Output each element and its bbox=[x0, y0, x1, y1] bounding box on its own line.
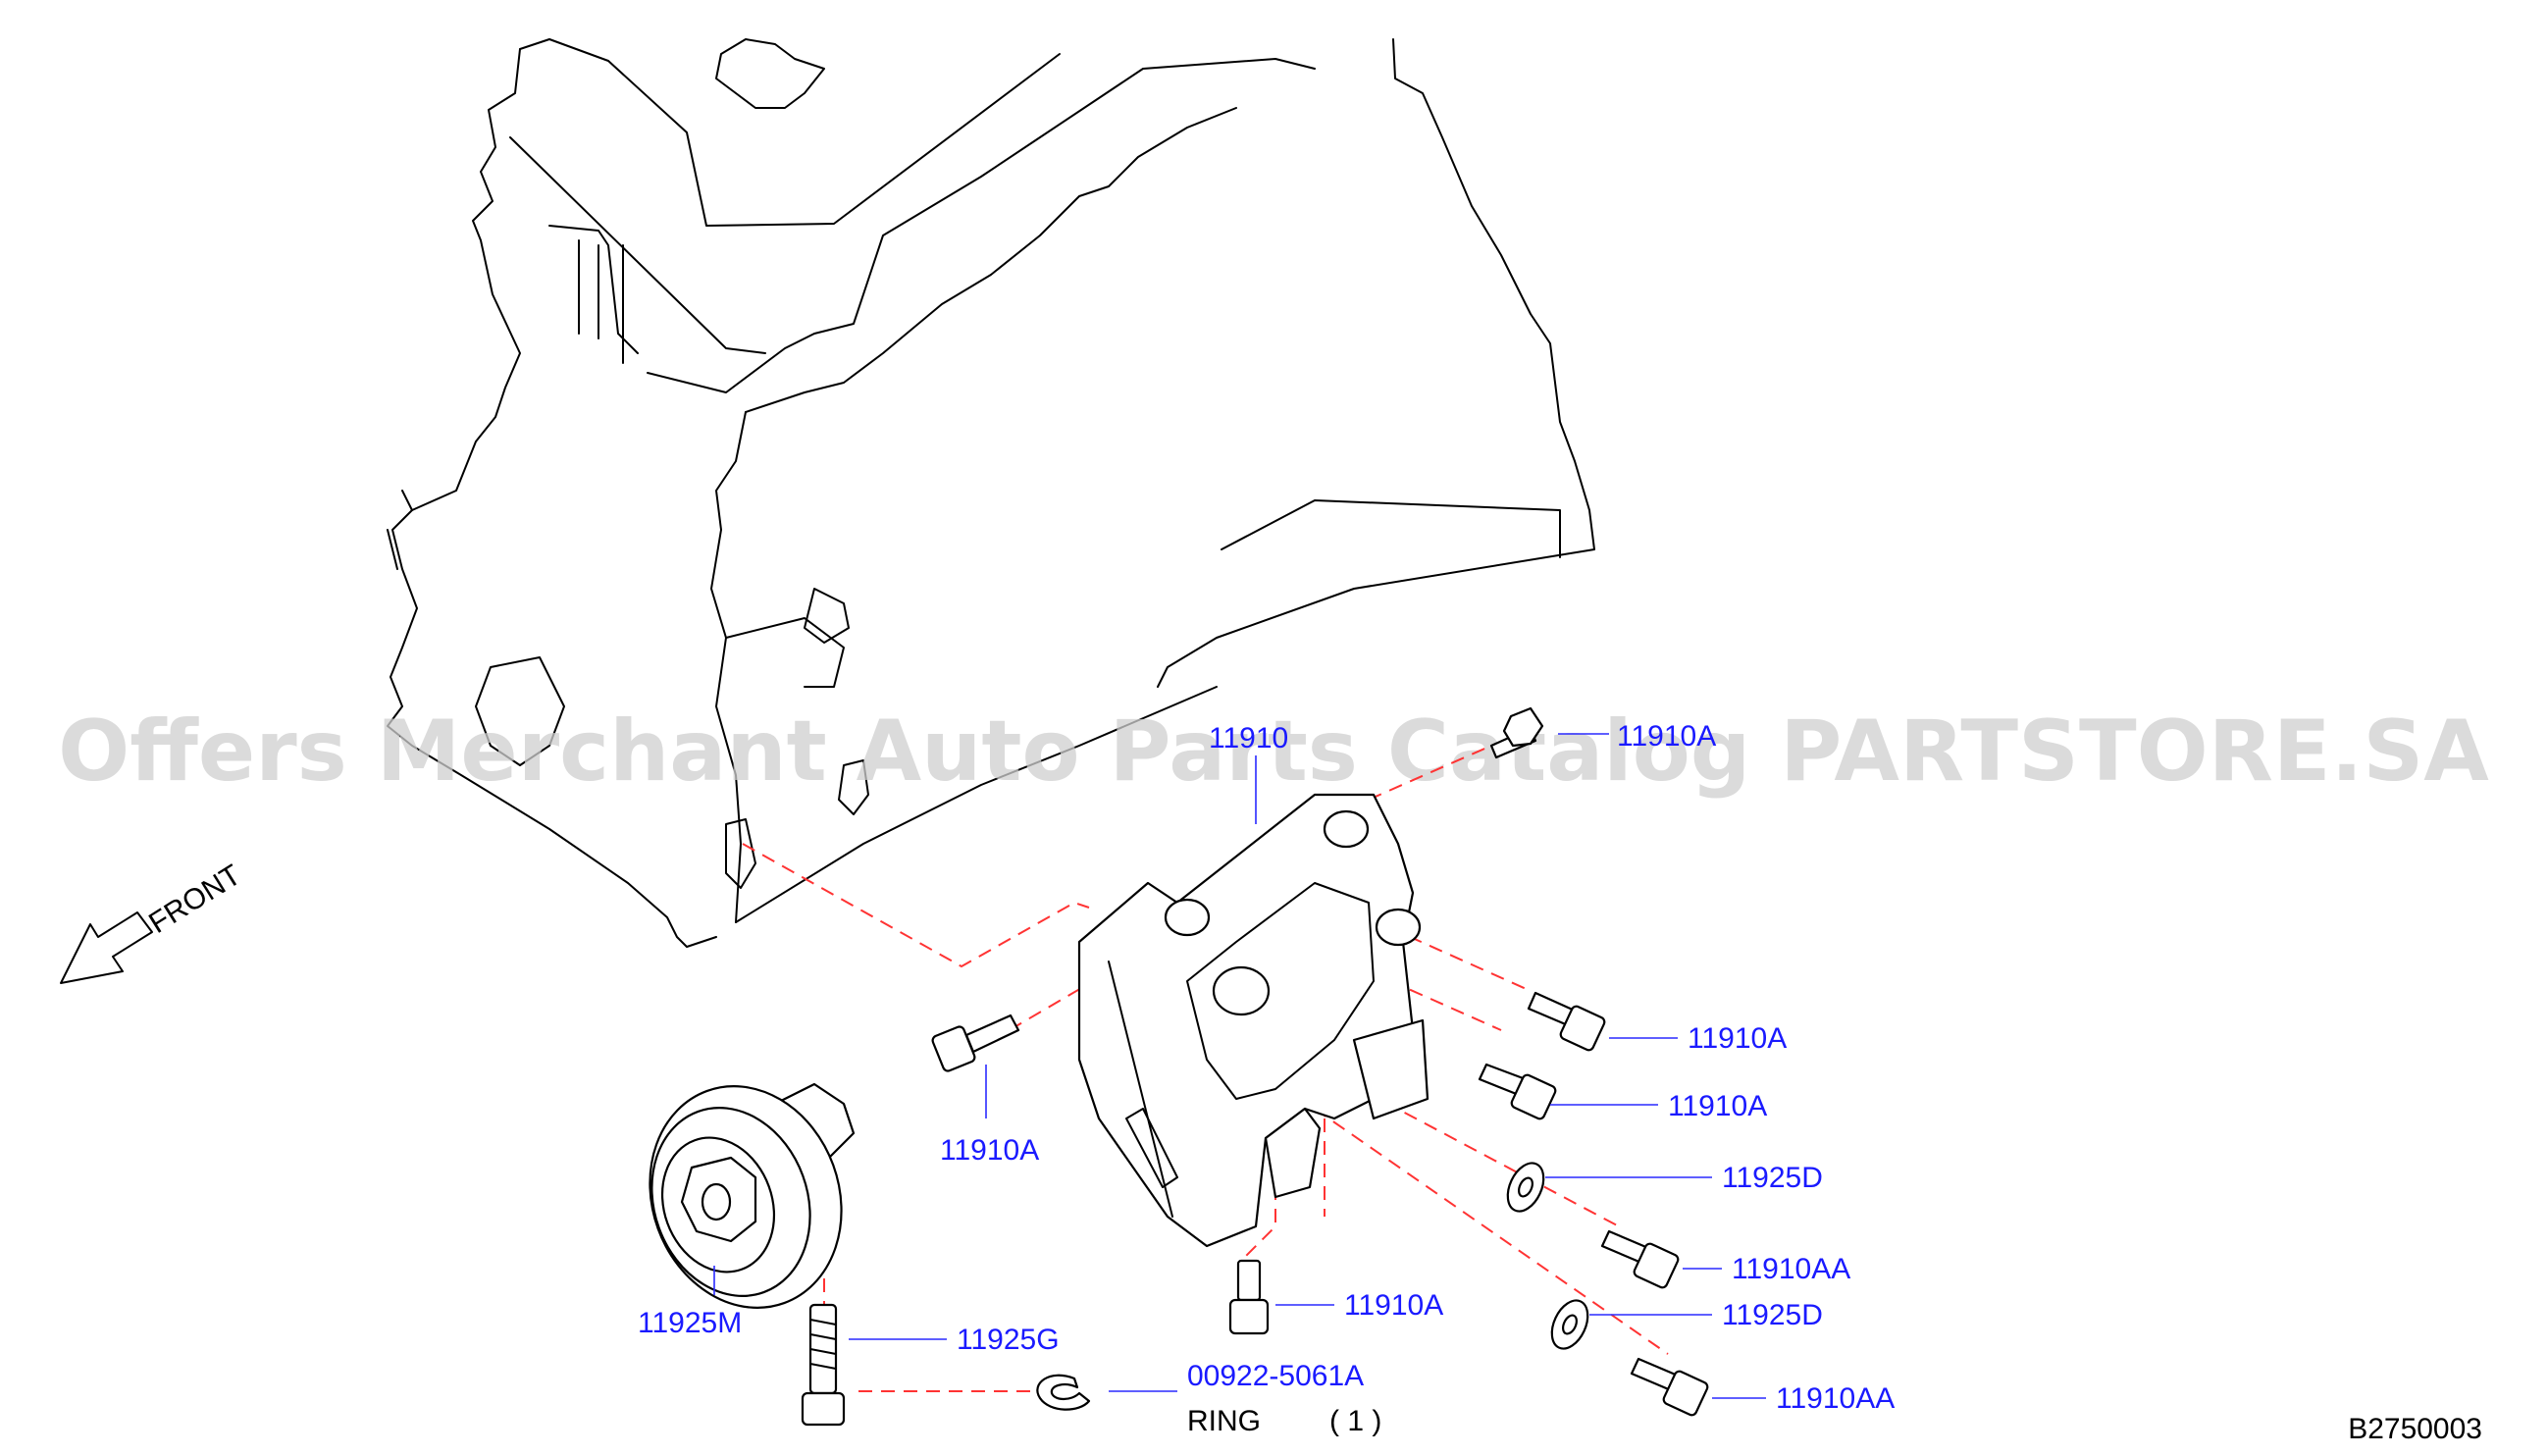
bolt-right-1[interactable] bbox=[1527, 991, 1606, 1052]
bolt-left[interactable] bbox=[931, 1014, 1020, 1072]
bolt-aa-2[interactable] bbox=[1630, 1357, 1709, 1417]
callout-pulley-bolt[interactable]: 11925G bbox=[957, 1324, 1060, 1356]
callout-bolt-bottom[interactable]: 11910A bbox=[1344, 1289, 1443, 1322]
ring-qty-label: ( 1 ) bbox=[1329, 1405, 1381, 1437]
snap-ring[interactable] bbox=[1036, 1374, 1091, 1411]
pulley-bolt[interactable] bbox=[801, 1303, 846, 1427]
callout-bolt-left[interactable]: 11910A bbox=[940, 1134, 1039, 1167]
callout-washer-1[interactable]: 11925D bbox=[1722, 1162, 1823, 1194]
idler-pulley[interactable] bbox=[619, 1059, 871, 1334]
washer-1[interactable] bbox=[1501, 1158, 1551, 1218]
bolt-aa-1[interactable] bbox=[1600, 1229, 1680, 1289]
callout-pulley[interactable]: 11925M bbox=[638, 1307, 742, 1339]
engine-block-outline bbox=[387, 38, 1595, 948]
diagram-code: B2750003 bbox=[2348, 1413, 2482, 1445]
callout-bolt-right-1[interactable]: 11910A bbox=[1688, 1022, 1787, 1055]
bolt-top[interactable] bbox=[1489, 706, 1544, 759]
leader-lines bbox=[713, 733, 1766, 1399]
washer-2[interactable] bbox=[1545, 1295, 1595, 1355]
callout-bracket[interactable]: 11910 bbox=[1209, 722, 1288, 754]
callout-bolt-right-2[interactable]: 11910A bbox=[1668, 1090, 1767, 1122]
bolt-right-2[interactable] bbox=[1478, 1063, 1557, 1120]
mounting-bracket[interactable] bbox=[1077, 793, 1429, 1248]
front-label: FRONT bbox=[143, 858, 246, 940]
callout-bolt-top[interactable]: 11910A bbox=[1617, 720, 1716, 753]
front-direction-arrow: FRONT bbox=[60, 858, 246, 984]
watermark-text: Offers Merchant Auto Parts Catalog PARTS… bbox=[58, 702, 2489, 801]
callout-bolt-aa-2[interactable]: 11910AA bbox=[1776, 1382, 1895, 1415]
callout-bolt-aa-1[interactable]: 11910AA bbox=[1732, 1253, 1850, 1285]
callout-washer-2[interactable]: 11925D bbox=[1722, 1299, 1823, 1331]
callout-ring[interactable]: 00922-5061A bbox=[1187, 1360, 1364, 1392]
ring-name-label: RING bbox=[1187, 1405, 1261, 1437]
bolt-bottom[interactable] bbox=[1228, 1259, 1270, 1335]
